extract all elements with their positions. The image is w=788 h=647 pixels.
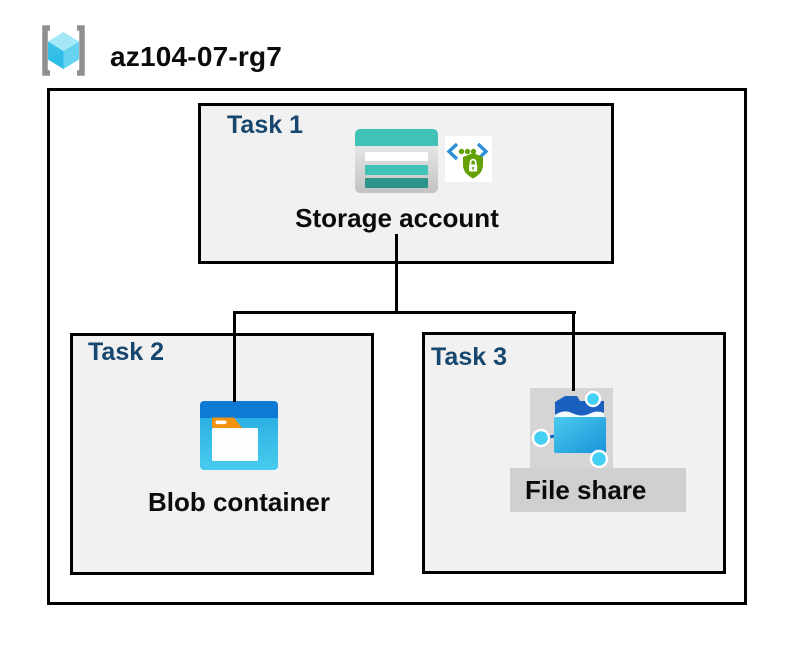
resource-group-icon (42, 25, 85, 76)
task3-label: Task 3 (431, 343, 507, 371)
connector-horizontal (233, 311, 576, 314)
blob-container-label: Blob container (147, 487, 330, 517)
file-share-icon-plate (530, 388, 613, 469)
storage-account-icon (355, 129, 438, 193)
task2-label: Task 2 (88, 338, 164, 366)
connector-to-blob-container (233, 311, 236, 402)
secure-access-icon (445, 136, 492, 182)
storage-account-label: Storage account (295, 203, 499, 233)
blob-container-icon (200, 401, 278, 470)
file-share-label-band: File share (510, 468, 686, 512)
task1-box: Task 1 Storage account (198, 103, 614, 264)
connector-to-file-share (572, 311, 575, 391)
task1-label: Task 1 (227, 111, 303, 139)
resource-group-name: az104-07-rg7 (110, 41, 283, 72)
connector-storage-stem (395, 234, 398, 314)
resource-group-header: az104-07-rg7 (0, 0, 788, 88)
task2-box: Task 2 Blob container (70, 333, 374, 575)
file-share-icon (531, 390, 609, 469)
file-share-label: File share (525, 475, 647, 505)
